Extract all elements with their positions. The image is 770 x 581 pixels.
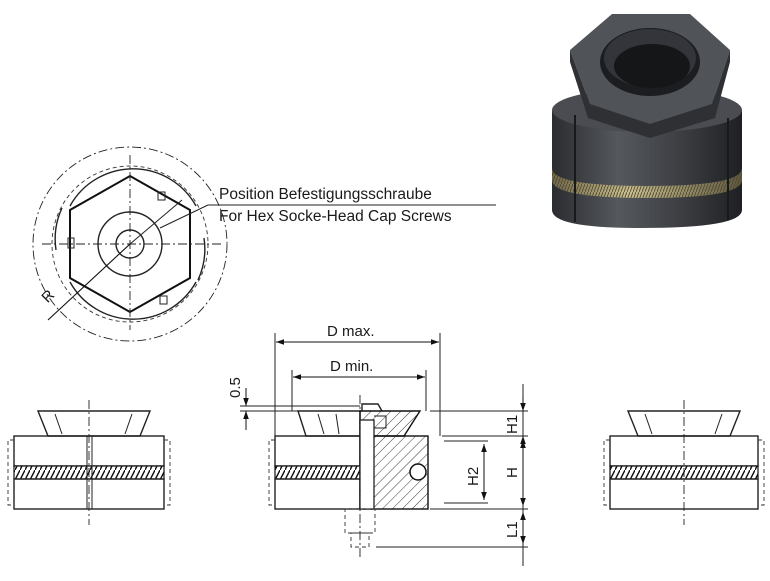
dim-h2: H2 [465, 467, 482, 486]
center-section-view [240, 333, 528, 566]
right-side-view [603, 400, 765, 525]
dim-l1: L1 [504, 521, 521, 538]
top-view [32, 146, 496, 342]
label-position-en: For Hex Socke-Head Cap Screws [219, 208, 452, 225]
dim-d-min: D min. [330, 358, 373, 375]
dim-h: H [504, 467, 521, 478]
label-position-de: Position Befestigungsschraube [219, 186, 432, 203]
dim-offset: 0.5 [227, 377, 244, 398]
dim-d-max: D max. [327, 323, 375, 340]
product-photo [552, 14, 742, 228]
left-side-view [7, 400, 171, 525]
dim-h1: H1 [504, 415, 521, 434]
label-radius: R [38, 287, 58, 307]
